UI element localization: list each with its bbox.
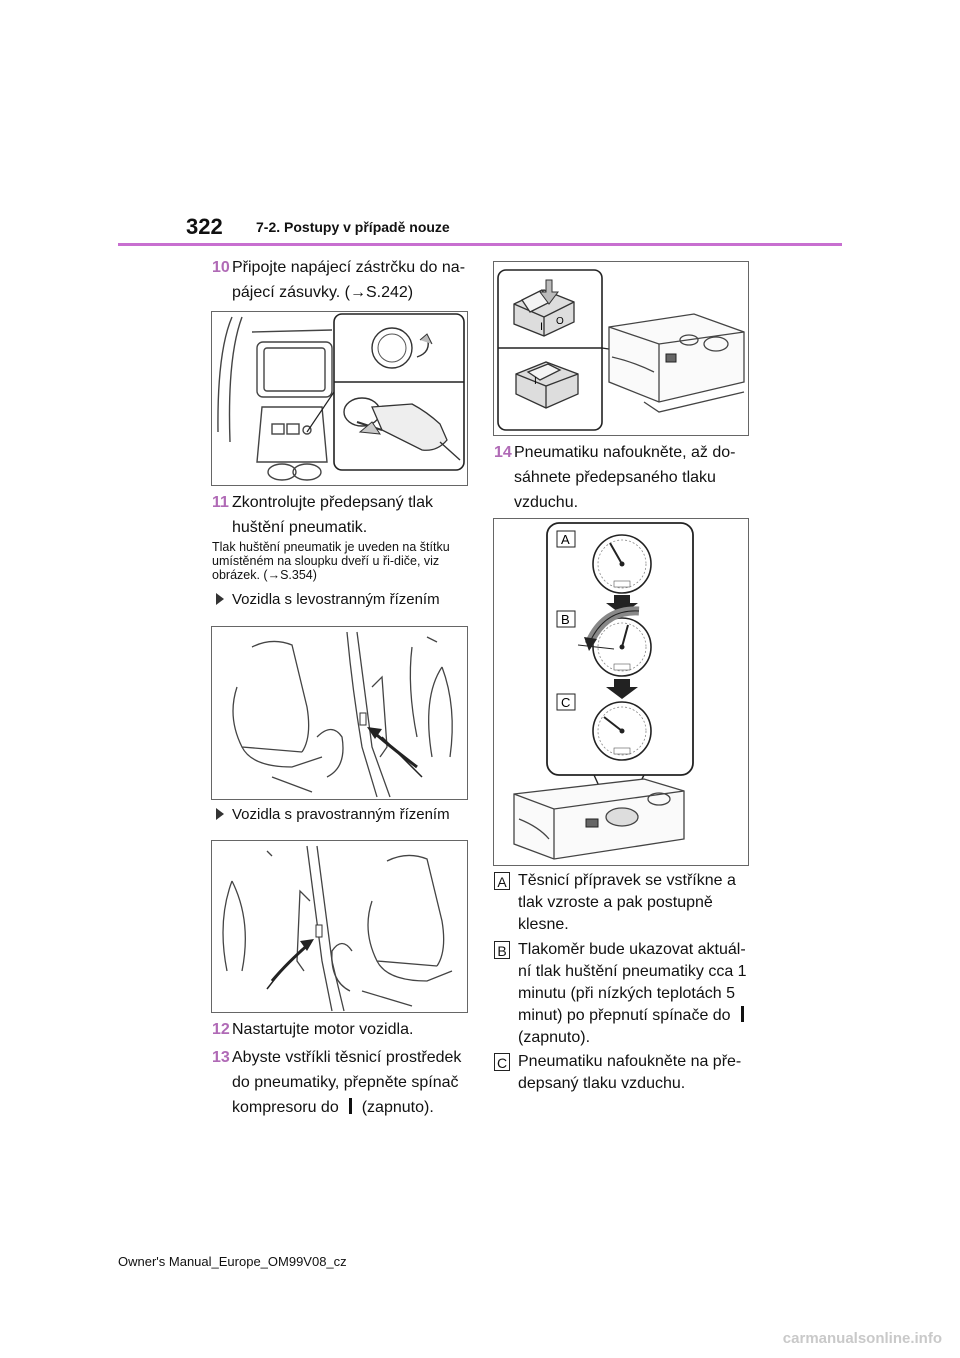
gauge-c <box>592 701 652 761</box>
caption-label-a: A <box>494 872 510 890</box>
header-divider <box>118 243 842 246</box>
section-title: 7-2. Postupy v případě nouze <box>256 219 450 235</box>
step-text: Připojte napájecí zástrčku do na-pájecí … <box>232 259 466 301</box>
switch-on-label-lower: I <box>534 376 537 387</box>
step-number: 14 <box>494 444 512 461</box>
figure-pressure-gauge-sequence: A B C <box>493 518 749 866</box>
caption-label-c: C <box>494 1053 510 1071</box>
step-text-suffix: (zapnuto). <box>361 1099 434 1116</box>
figure-label-b: B <box>561 612 570 627</box>
switch-on-label: I <box>540 321 543 333</box>
pressure-label-note: Tlak huštění pneumatik je uveden na štít… <box>212 540 450 582</box>
switch-on-symbol-icon <box>740 1006 744 1022</box>
caption-text-c: Pneumatiku nafoukněte na pře-depsaný tla… <box>518 1053 742 1092</box>
lhd-heading-text: Vozidla s levostranným řízením <box>232 591 440 608</box>
step-text: Nastartujte motor vozidla. <box>232 1021 414 1038</box>
gauge-b <box>577 606 652 677</box>
figure-compressor-switch: I O I <box>493 261 749 436</box>
step-text: Pneumatiku nafoukněte, až do-sáhnete pře… <box>514 444 736 511</box>
step-13: 13 Abyste vstříkli těsnicí prostředek do… <box>212 1045 472 1120</box>
step-text: Zkontrolujte předepsaný tlak huštění pne… <box>232 494 433 536</box>
caption-a: A Těsnicí přípravek se vstříkne a tlak v… <box>494 870 754 936</box>
lhd-heading: Vozidla s levostranným řízením <box>216 590 474 610</box>
caption-text-a: Těsnicí přípravek se vstříkne a tlak vzr… <box>518 872 736 933</box>
step-number: 10 <box>212 259 230 276</box>
caption-text-b-suffix: (zapnuto). <box>518 1029 591 1046</box>
figure-power-outlet <box>211 311 468 486</box>
step-10: 10 Připojte napájecí zástrčku do na-páje… <box>212 255 472 305</box>
watermark: carmanualsonline.info <box>782 1330 942 1347</box>
triangle-bullet-icon <box>216 808 224 820</box>
step-14: 14 Pneumatiku nafoukněte, až do-sáhnete … <box>494 440 754 515</box>
step-number: 13 <box>212 1049 230 1066</box>
step-11: 11 Zkontrolujte předepsaný tlak huštění … <box>212 490 472 540</box>
caption-b: B Tlakoměr bude ukazovat aktuál-ní tlak … <box>494 939 754 1049</box>
gauge-a <box>592 534 652 594</box>
switch-off-label: O <box>556 316 564 327</box>
caption-c: C Pneumatiku nafoukněte na pře-depsaný t… <box>494 1051 754 1095</box>
caption-label-b: B <box>494 941 510 959</box>
step-number: 11 <box>212 494 229 511</box>
figure-label-a: A <box>561 532 570 547</box>
rhd-heading-text: Vozidla s pravostranným řízením <box>232 806 450 823</box>
step-number: 12 <box>212 1021 230 1038</box>
page-number: 322 <box>186 214 223 239</box>
step-12: 12 Nastartujte motor vozidla. <box>212 1017 472 1042</box>
caption-text-b: Tlakoměr bude ukazovat aktuál-ní tlak hu… <box>518 941 747 1024</box>
figure-rhd-door-pillar <box>211 840 468 1013</box>
figure-lhd-door-pillar <box>211 626 468 800</box>
triangle-bullet-icon <box>216 593 224 605</box>
rhd-heading: Vozidla s pravostranným řízením <box>216 805 474 825</box>
switch-on-symbol-icon <box>348 1098 352 1114</box>
footer-manual-id: Owner's Manual_Europe_OM99V08_cz <box>118 1254 347 1269</box>
figure-label-c: C <box>561 695 570 710</box>
step-text: Abyste vstříkli těsnicí prostředek do pn… <box>232 1049 462 1116</box>
